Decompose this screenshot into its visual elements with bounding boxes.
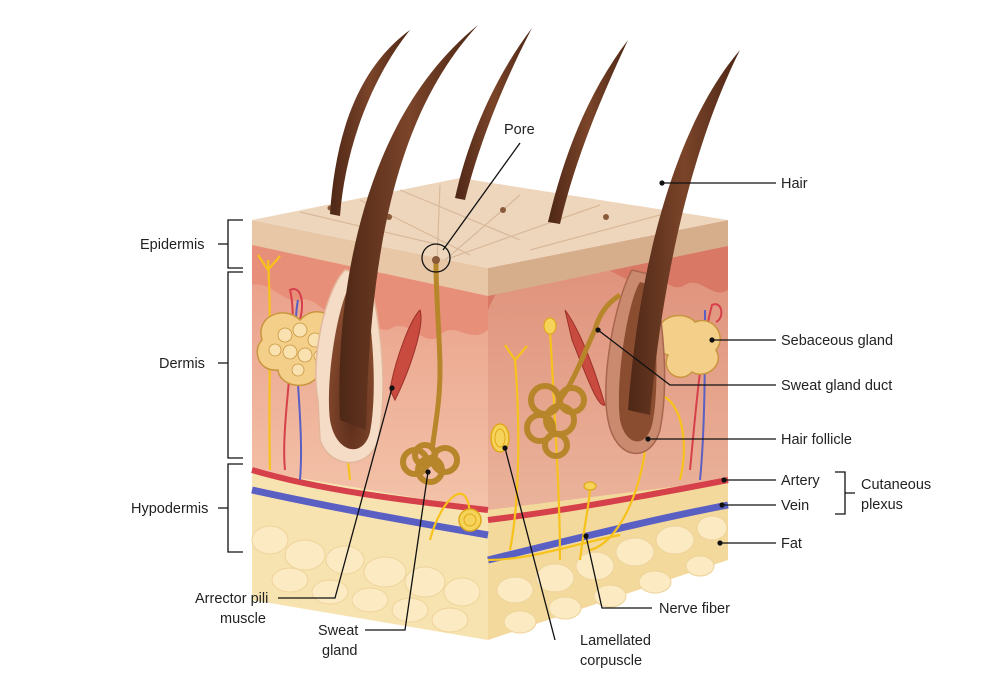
label-sweat-gland-duct: Sweat gland duct xyxy=(781,378,892,394)
sweat-gland-coil-right xyxy=(524,383,587,459)
leader-lines xyxy=(278,142,776,641)
sweat-gland-duct-center xyxy=(429,261,443,451)
epidermis-bracket xyxy=(218,219,243,269)
vein-vessel-right xyxy=(487,501,729,564)
label-hair-follicle: Hair follicle xyxy=(781,432,852,448)
label-cutaneous-plexus-line1: Cutaneous xyxy=(861,477,931,493)
label-hair: Hair xyxy=(781,176,808,192)
skin-surface-grooves xyxy=(299,184,661,263)
dermis-bracket xyxy=(218,271,243,459)
label-pore: Pore xyxy=(504,122,535,138)
artery-vessel-left xyxy=(251,467,489,513)
label-sweat-gland-line2: gland xyxy=(322,643,357,659)
label-cutaneous-plexus-line2: plexus xyxy=(861,497,903,513)
label-hypodermis: Hypodermis xyxy=(131,501,208,517)
sweat-gland-leader xyxy=(365,471,429,631)
cutaneous-plexus-bracket xyxy=(835,471,855,515)
skin-block xyxy=(251,25,740,640)
label-nerve-fiber: Nerve fiber xyxy=(659,601,730,617)
lamellated-corpuscle-leader xyxy=(504,447,556,641)
sweat-gland-coil-center xyxy=(400,442,460,485)
artery-vessel-right xyxy=(487,477,729,523)
vein-vessel-left xyxy=(251,486,489,539)
label-sebaceous-gland: Sebaceous gland xyxy=(781,333,893,349)
pore-opening xyxy=(432,256,440,264)
label-fat: Fat xyxy=(781,536,802,552)
nerve-fiber-leader xyxy=(585,535,652,609)
pore-highlight-circle xyxy=(421,243,451,273)
label-epidermis: Epidermis xyxy=(140,237,204,253)
label-sweat-gland-line1: Sweat xyxy=(318,623,358,639)
labels: Pore Hair Epidermis Dermis Hypodermis Se… xyxy=(131,122,931,669)
hair-shafts xyxy=(330,25,740,430)
label-arrector-pili-line2: muscle xyxy=(220,611,266,627)
hypodermis-bracket xyxy=(218,463,243,553)
sweat-gland-duct-leader xyxy=(597,329,776,386)
pore-leader xyxy=(442,142,521,251)
label-dermis: Dermis xyxy=(159,356,205,372)
lamellated-corpuscles xyxy=(458,317,597,532)
label-vein: Vein xyxy=(781,498,809,514)
arrector-pili-leader xyxy=(278,387,393,599)
label-arrector-pili-line1: Arrector pili xyxy=(195,591,268,607)
leader-dots xyxy=(389,180,727,546)
label-lamellated-line2: corpuscle xyxy=(580,653,642,669)
layer-brackets xyxy=(218,219,855,553)
arrector-pili-muscle-left xyxy=(389,309,422,402)
label-lamellated-line1: Lamellated xyxy=(580,633,651,649)
label-artery: Artery xyxy=(781,473,820,489)
